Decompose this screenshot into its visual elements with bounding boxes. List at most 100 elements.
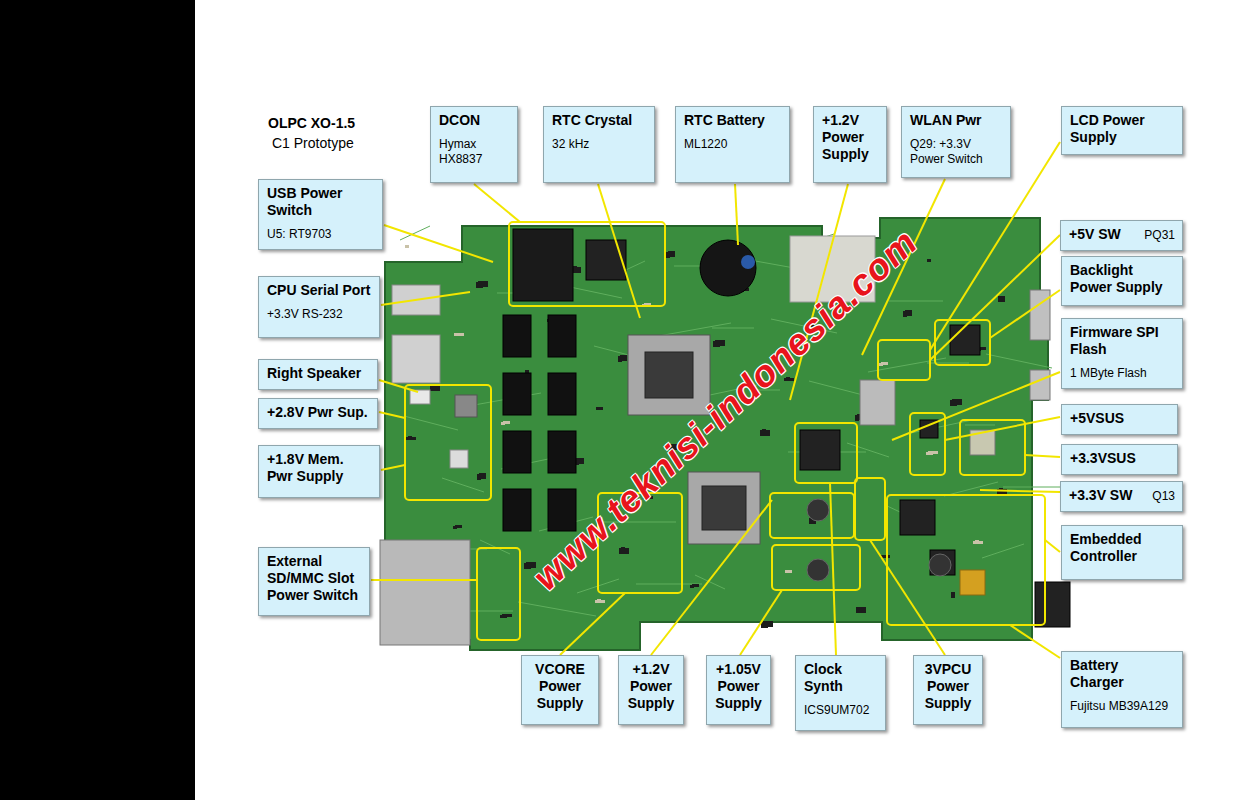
sd-slot — [380, 540, 470, 645]
cpu-die — [645, 352, 693, 398]
leader-line — [930, 235, 1060, 360]
capacitor — [960, 570, 985, 595]
leader-line — [1025, 455, 1060, 457]
pcb-trace — [965, 425, 995, 426]
smd-component — [668, 251, 675, 257]
inductor — [450, 450, 468, 468]
rtc-battery — [700, 240, 756, 296]
inductor-coil — [807, 559, 829, 581]
smd-component — [692, 584, 699, 587]
chipset-die — [702, 486, 746, 530]
highlight-box — [887, 495, 1045, 625]
callout-box: +5VSUS — [1061, 404, 1178, 435]
smd-component — [503, 421, 510, 424]
callout-heading: Embedded Controller — [1070, 531, 1175, 565]
callout-detail: U5: RT9703 — [267, 227, 375, 242]
highlight-box — [770, 493, 854, 538]
callout-box: +1.8V Mem. Pwr Supply — [258, 445, 380, 498]
pcb-trace — [847, 443, 889, 457]
smd-component — [595, 600, 605, 603]
leader-line — [945, 417, 1060, 440]
leader-line — [980, 490, 1060, 492]
pcb-trace — [404, 416, 458, 430]
pcb-trace — [986, 354, 1052, 368]
battery-terminal — [741, 255, 755, 269]
smd-component — [596, 407, 603, 410]
smd-component — [973, 541, 983, 544]
smd-component — [905, 310, 912, 316]
ram-chip — [503, 489, 531, 531]
pcb-trace — [695, 575, 725, 589]
smd-component — [620, 355, 627, 361]
callout-heading: +2.8V Pwr Sup. — [267, 404, 370, 421]
callout-detail: Hymax HX8837 — [439, 137, 510, 167]
leader-line — [870, 540, 945, 655]
callout-box: +2.8V Pwr Sup. — [258, 398, 378, 429]
callout-box: Battery ChargerFujitsu MB39A129 — [1061, 651, 1183, 728]
diagram-caption: C1 Prototype — [272, 135, 354, 151]
inductor-coil — [807, 499, 829, 521]
highlight-box — [509, 222, 665, 306]
callout-box: Firmware SPI Flash1 MByte Flash — [1061, 318, 1183, 389]
callout-heading: USB Power Switch — [267, 185, 375, 219]
circuit-board — [380, 218, 1081, 650]
callout-heading: DCON — [439, 112, 510, 129]
pcb-trace — [906, 420, 972, 434]
ram-chip — [548, 373, 576, 415]
inductor — [930, 550, 955, 575]
leader-line — [892, 372, 1060, 440]
smd-component — [408, 436, 412, 439]
pcb-trace — [712, 328, 754, 329]
leader-line — [1045, 540, 1060, 552]
smd-component — [573, 266, 577, 272]
callout-detail: Fujitsu MB39A129 — [1070, 699, 1175, 714]
highlight-box — [935, 320, 990, 365]
leader-line — [735, 184, 738, 245]
callout-heading: +1.2V Power Supply — [822, 112, 879, 163]
smd-component — [762, 429, 766, 435]
callout-heading: WLAN Pwr — [910, 112, 1003, 129]
pcb-trace — [982, 544, 1024, 558]
highlight-box — [878, 340, 930, 380]
mosfet — [950, 325, 980, 355]
callout-heading: +5V SW — [1069, 226, 1121, 243]
callout-detail: 1 MByte Flash — [1070, 366, 1175, 381]
pcb-trace — [809, 381, 863, 395]
black-band — [0, 0, 195, 800]
chipset-package — [688, 472, 760, 544]
clock-chip — [800, 430, 840, 470]
callout-box: DCON Hymax HX8837 — [430, 106, 518, 183]
smd-component — [715, 340, 725, 346]
ram-chip — [503, 431, 531, 473]
leader-line — [381, 465, 405, 470]
callout-detail: ICS9UM702 — [804, 703, 878, 718]
callout-box: Backlight Power Supply — [1061, 256, 1183, 306]
callout-heading: LCD Power Supply — [1070, 112, 1175, 146]
smd-component — [881, 362, 888, 365]
callout-heading: RTC Battery — [684, 112, 782, 129]
callout-detail: ML1220 — [684, 137, 782, 152]
callout-heading: +3.3VSUS — [1070, 450, 1170, 467]
callout-box: 3VPCU Power Supply — [913, 655, 983, 725]
pcb-outline — [385, 218, 1048, 650]
ram-chip — [548, 315, 576, 357]
callout-box: RTC Crystal32 kHz — [543, 106, 655, 183]
callout-box: LCD Power Supply — [1061, 106, 1183, 155]
callout-box: +3.3VSUS — [1061, 444, 1178, 475]
callout-heading: +1.05V Power Supply — [710, 661, 767, 712]
highlight-box — [960, 420, 1025, 475]
callout-heading: CPU Serial Port — [267, 282, 372, 299]
callout-box: RTC BatteryML1220 — [675, 106, 790, 183]
callout-heading: External SD/MMC Slot Power Switch — [267, 553, 362, 604]
leader-line — [379, 412, 405, 418]
inductor — [455, 395, 477, 417]
smd-component — [927, 259, 931, 262]
smd-component — [952, 399, 962, 405]
leader-line — [379, 380, 418, 392]
callout-box: +1.05V Power Supply — [706, 655, 771, 725]
highlight-box — [795, 423, 857, 483]
flash-socket — [860, 380, 895, 425]
smd-component — [455, 525, 462, 528]
callout-box: External SD/MMC Slot Power Switch — [258, 547, 370, 616]
